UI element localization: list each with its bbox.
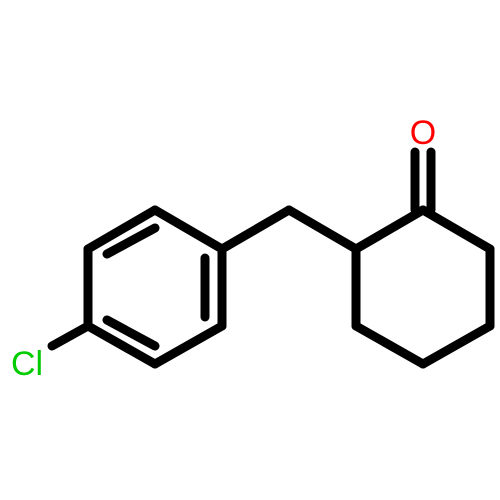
- benzyl-bond: [284, 205, 361, 254]
- ring-bond: [83, 205, 160, 254]
- chlorine-label: Cl: [11, 345, 43, 383]
- cyclohexanone-ring: [351, 205, 495, 369]
- ring-bond: [351, 321, 428, 369]
- ring-bond: [83, 321, 160, 369]
- benzyl-bond: [217, 205, 294, 254]
- carbon-chlorine-bond: [47, 321, 93, 351]
- oxygen-label: O: [410, 114, 436, 152]
- ring-bond: [150, 205, 227, 254]
- ring-bond: [418, 321, 495, 369]
- aromatic-double-bond: [102, 223, 160, 259]
- ring-bond: [351, 205, 428, 254]
- ring-bond: [418, 205, 495, 254]
- chlorophenyl-ring: [83, 205, 227, 369]
- ring-bond: [150, 321, 227, 369]
- aromatic-double-bond: [102, 315, 160, 351]
